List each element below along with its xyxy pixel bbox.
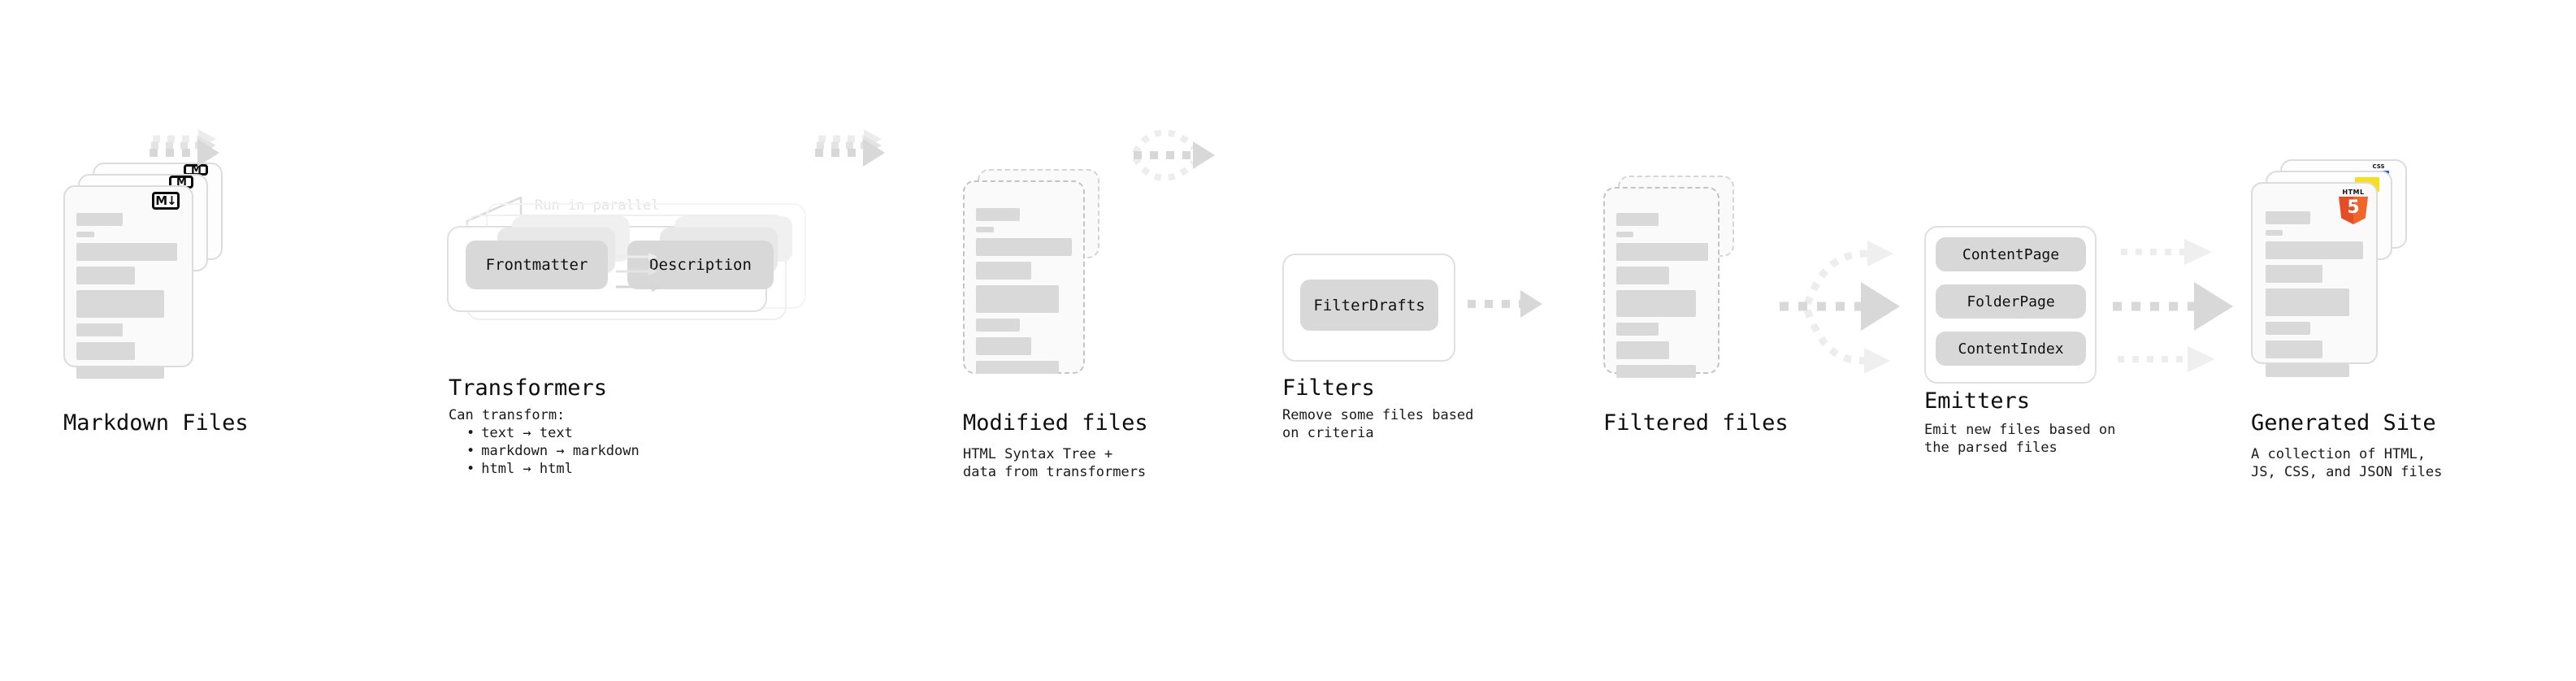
stage-subtitle-modified-files: HTML Syntax Tree + data from transformer… — [963, 446, 1147, 480]
filter-chip-filterdrafts[interactable]: FilterDrafts — [1300, 280, 1438, 331]
arrow-filtered-to-emitters — [1780, 241, 1900, 374]
arrow-modified-to-filters — [1132, 129, 1215, 181]
emitters-group: ContentPage FolderPage ContentIndex — [1924, 226, 2111, 388]
transformers-bullet-2: html → html — [466, 460, 640, 478]
transformers-bullet-list: text → text markdown → markdown html → h… — [452, 424, 640, 478]
modified-files-stack — [963, 169, 1125, 374]
html5-badge-icon: HTML 5 — [2338, 189, 2369, 224]
stage-title-emitters: Emitters — [1924, 388, 2031, 414]
transformers-bullet-1: markdown → markdown — [466, 442, 639, 460]
filtered-file-content-lines — [1616, 213, 1712, 384]
arrow-filters-to-filtered — [1468, 290, 1542, 318]
stage-subtitle-emitters: Emit new files based on the parsed files — [1924, 422, 2116, 456]
arrow-markdown-to-transformers — [150, 129, 219, 167]
markdown-files-stack: M M M↓ — [63, 163, 226, 379]
arrow-transformers-to-modified — [815, 129, 885, 167]
stage-subtitle-filters: Remove some files based on criteria — [1282, 407, 1474, 441]
stage-title-modified-files: Modified files — [963, 410, 1148, 436]
stage-title-filtered-files: Filtered files — [1603, 410, 1789, 436]
stage-subtitle-transformers: Can transform: — [449, 407, 566, 423]
transformer-chip-frontmatter[interactable]: Frontmatter — [466, 241, 608, 289]
filters-group: FilterDrafts — [1282, 254, 1461, 367]
stage-subtitle-generated-site: A collection of HTML, JS, CSS, and JSON … — [2251, 446, 2443, 480]
markdown-badge-icon: M↓ — [152, 192, 180, 210]
html5-badge-word: HTML — [2342, 189, 2365, 196]
emitter-chip-contentindex[interactable]: ContentIndex — [1936, 332, 2086, 366]
transformers-group: Frontmatter Description — [447, 203, 853, 349]
filtered-files-stack — [1603, 176, 1766, 378]
generated-site-stack: CSS HTML 5 — [2251, 159, 2430, 377]
transformer-internal-arrows — [616, 253, 662, 292]
arrow-emitters-to-site — [2113, 239, 2233, 372]
stage-title-markdown-files: Markdown Files — [63, 410, 249, 436]
transformer-chip-description[interactable]: Description — [627, 241, 774, 289]
stage-title-transformers: Transformers — [449, 375, 608, 401]
stage-title-generated-site: Generated Site — [2251, 410, 2436, 436]
emitter-chip-folderpage[interactable]: FolderPage — [1936, 284, 2086, 319]
run-in-parallel-label: Run in parallel — [535, 197, 660, 214]
modified-file-content-lines — [976, 208, 1077, 380]
stage-title-filters: Filters — [1282, 375, 1375, 401]
site-file-content-lines — [2266, 211, 2368, 383]
markdown-file-content-lines — [76, 213, 182, 384]
emitter-chip-contentpage[interactable]: ContentPage — [1936, 237, 2086, 271]
transformers-bullet-0: text → text — [466, 424, 640, 442]
